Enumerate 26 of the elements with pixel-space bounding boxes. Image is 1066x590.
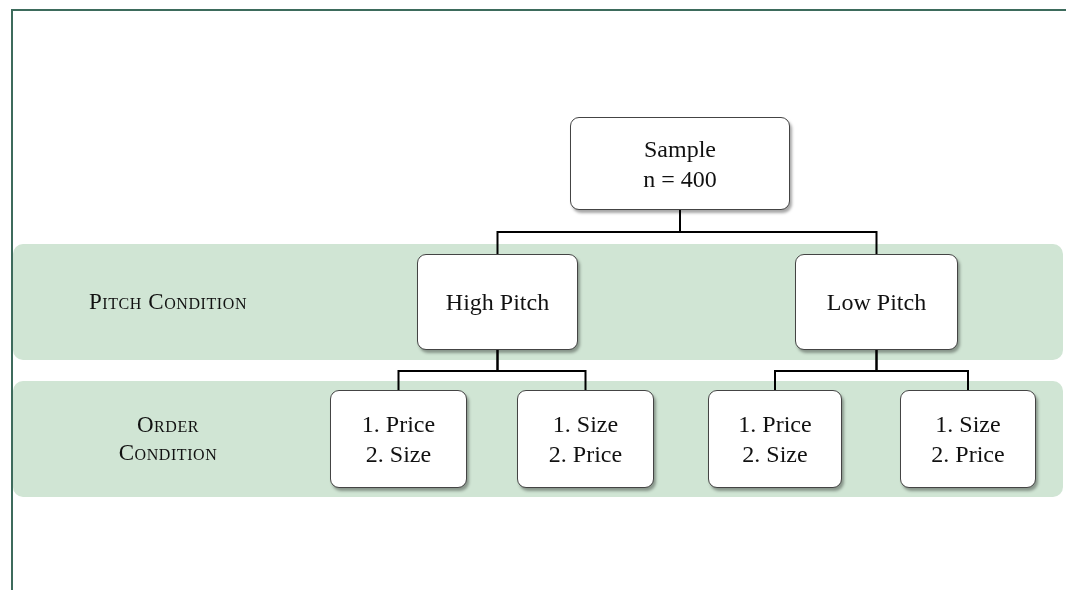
box-text: 2. Price [931, 441, 1005, 467]
connector-line [496, 349, 587, 391]
row-label: Pitch Condition [88, 288, 248, 316]
row-label: Order Condition [117, 411, 219, 467]
box-text: 1. Price [361, 411, 436, 437]
condition-box [417, 254, 578, 350]
connector-line [679, 209, 878, 255]
box-text: 1. Size [552, 411, 619, 437]
box-text: 2. Size [742, 441, 808, 467]
condition-box [330, 390, 467, 488]
box-text: 2. Size [365, 441, 432, 467]
box-text: Sample [644, 135, 716, 162]
condition-box [570, 117, 790, 210]
condition-box [708, 390, 842, 488]
box-text: n = 400 [643, 165, 717, 192]
condition-band [13, 381, 1063, 497]
box-text: 2. Price [548, 441, 623, 467]
condition-band [13, 244, 1063, 360]
box-text: 1. Size [935, 411, 1001, 437]
condition-box [900, 390, 1036, 488]
connector-line [875, 349, 969, 391]
condition-box [517, 390, 654, 488]
box-text: High Pitch [445, 289, 550, 315]
box-text: Low Pitch [826, 289, 927, 315]
box-text: 1. Price [738, 411, 812, 437]
condition-box [795, 254, 958, 350]
